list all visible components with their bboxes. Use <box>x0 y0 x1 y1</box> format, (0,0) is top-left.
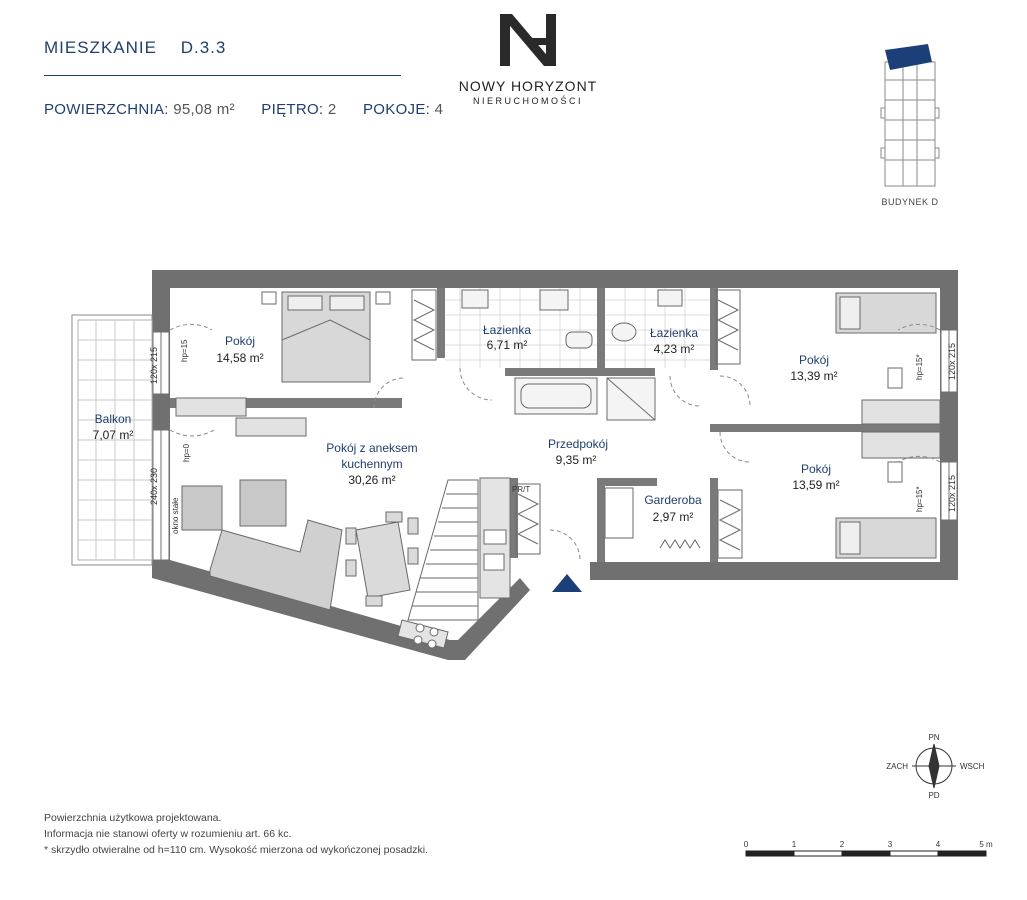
room-name-garderoba: Garderoba <box>644 493 702 507</box>
pantry-wardrobe <box>515 483 541 555</box>
balcony <box>71 314 153 566</box>
room-name-salon-1: Pokój z aneksem <box>326 441 417 455</box>
room-name-balkon: Balkon <box>95 412 132 426</box>
interior-walls <box>170 288 940 562</box>
hp-label-2: hp=0 <box>182 443 191 462</box>
area-value: 95,08 m² <box>173 101 235 118</box>
compass-icon <box>912 743 956 789</box>
apartment-stats: POWIERZCHNIA: 95,08 m² PIĘTRO: 2 POKOJE:… <box>44 101 465 118</box>
wardrobe-icon <box>411 289 437 361</box>
logo-subtitle: NIERUCHOMOŚCI <box>472 96 583 106</box>
room-area-garderoba: 2,97 m² <box>653 510 694 524</box>
room-area-lazienka-1: 6,71 m² <box>487 338 528 352</box>
room-name-pokoj-4: Pokój <box>801 462 831 476</box>
header-divider <box>44 75 401 76</box>
rooms-value: 4 <box>434 101 444 118</box>
compass-west: ZACH <box>886 762 908 771</box>
room-name-przedpokoj: Przedpokój <box>548 437 608 451</box>
single-bed-icon <box>835 292 941 425</box>
bathroom-2-wardrobe <box>715 289 741 365</box>
garderoba-wardrobe <box>604 487 743 559</box>
toilet-icon <box>611 289 683 342</box>
room-name-lazienka-2: Łazienka <box>650 326 698 340</box>
apartment-title: MIESZKANIE D.3.3 <box>44 38 244 58</box>
washer-label: PR/T <box>512 485 530 494</box>
compass-south: PD <box>928 791 939 800</box>
floor-value: 2 <box>327 101 337 118</box>
okno-stale-label: okno stałe <box>171 497 180 534</box>
scale-tick-1: 1 <box>792 840 797 849</box>
hp-label-1: hp=15 <box>180 339 189 362</box>
hp-label-4: hp=15* <box>915 486 924 512</box>
compass-east: WSCH <box>960 762 985 771</box>
bathtub-icon <box>514 377 598 415</box>
room-name-pokoj-1: Pokój <box>225 334 255 348</box>
window-dim-2: 240x 230 <box>149 468 159 505</box>
footer-line-3: * skrzydło otwieralne od h=110 cm. Wysok… <box>44 844 429 856</box>
area-label: POWIERZCHNIA: <box>44 101 169 118</box>
floor-label: PIĘTRO: <box>261 101 324 118</box>
entrance-arrow-icon <box>552 574 582 592</box>
key-plan-label: BUDYNEK D <box>881 197 939 207</box>
apartment-location-marker <box>885 44 932 70</box>
window-dim-4: 120x 215 <box>947 475 957 512</box>
room-area-pokoj-3: 13,39 m² <box>790 369 837 383</box>
logo-name: NOWY HORYZONT <box>458 78 598 94</box>
room-area-salon: 30,26 m² <box>348 473 395 487</box>
apartment-code: D.3.3 <box>180 38 227 57</box>
room-name-salon-2: kuchennym <box>341 457 402 471</box>
room-area-balkon: 7,07 m² <box>93 428 134 442</box>
dining-table-icon <box>345 511 419 607</box>
scale-tick-4: 4 <box>936 840 941 849</box>
room-area-pokoj-1: 14,58 m² <box>216 351 263 365</box>
compass-north: PN <box>928 733 939 742</box>
footer-line-1: Powierzchnia użytkowa projektowana. <box>44 812 222 824</box>
scale-tick-2: 2 <box>840 840 845 849</box>
scale-tick-0: 0 <box>744 840 749 849</box>
apartment-label: MIESZKANIE <box>44 38 157 57</box>
door-swings <box>169 323 941 561</box>
hp-label-3: hp=15* <box>915 354 924 380</box>
room-area-lazienka-2: 4,23 m² <box>654 342 695 356</box>
desk-icon <box>175 397 307 437</box>
single-bed-icon-2 <box>835 431 941 559</box>
scale-bar <box>745 850 987 857</box>
rooms-label: POKOJE: <box>363 101 431 118</box>
bed-icon <box>261 291 391 383</box>
footer-notes: Powierzchnia użytkowa projektowana. Info… <box>44 810 428 858</box>
window-dim-1: 120x 215 <box>149 347 159 384</box>
sofa-icon <box>181 479 343 611</box>
room-name-lazienka-1: Łazienka <box>483 323 531 337</box>
room-name-pokoj-3: Pokój <box>799 353 829 367</box>
scale-tick-3: 3 <box>888 840 893 849</box>
sink-icon <box>461 289 593 349</box>
footer-line-2: Informacja nie stanowi oferty w rozumien… <box>44 828 292 840</box>
scale-tick-5: 5 m <box>979 840 993 849</box>
shower-icon <box>606 377 656 421</box>
room-area-pokoj-4: 13,59 m² <box>792 478 839 492</box>
kitchen-counter-icon <box>397 477 511 649</box>
stairs-icon <box>407 479 479 621</box>
room-area-przedpokoj: 9,35 m² <box>556 453 597 467</box>
window-dim-3: 120x 215 <box>947 343 957 380</box>
